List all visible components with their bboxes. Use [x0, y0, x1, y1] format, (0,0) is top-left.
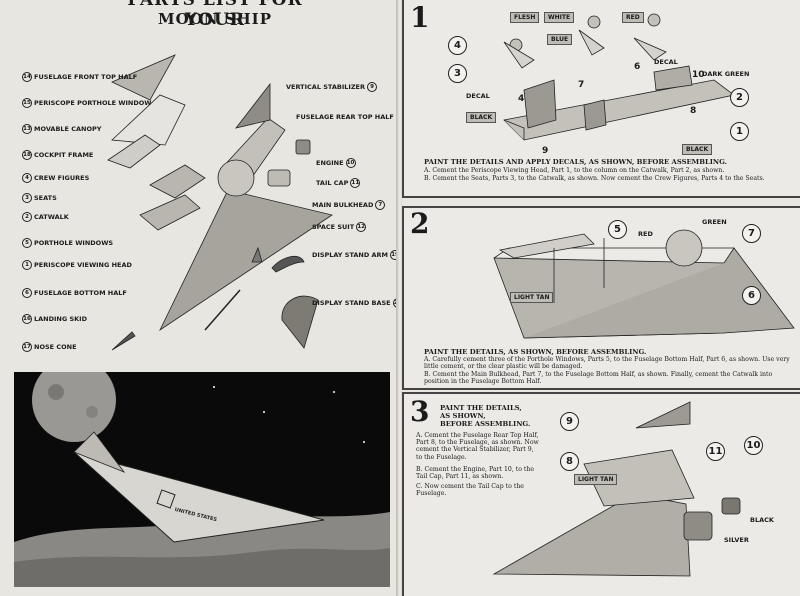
step-2-panel: 2 RED GREEN LIGHT TAN 5 7 6 PAINT THE DE… — [402, 206, 800, 390]
moon-planet — [32, 372, 116, 442]
step-1-diagram — [503, 13, 735, 141]
assembly-instructions-page: 1 FLESH WHITE RED BLUE DECAL DECAL DARK … — [402, 0, 800, 596]
fuselage-bottom-half-part — [158, 189, 333, 332]
landing-skid-part — [204, 289, 241, 331]
moon-ship — [73, 451, 325, 543]
step-number: 2 — [410, 207, 430, 240]
part-label: FUSELAGE REAR TOP HALF8 — [296, 112, 398, 122]
paint-tag-dark-green: DARK GREEN — [702, 70, 750, 78]
cockpit-frame-part — [107, 134, 161, 169]
part-number: 6 — [634, 62, 641, 72]
part-callout: 8 — [560, 452, 579, 471]
vertical-stabilizer-part — [234, 82, 271, 129]
nose-cone-part — [111, 331, 136, 351]
part-callout: 9 — [560, 412, 579, 431]
part-callout: 7 — [742, 224, 761, 243]
paint-tag-black: BLACK — [682, 144, 713, 155]
step-3-heading-line1: PAINT THE DETAILS, — [440, 404, 522, 412]
part-callout: 4 — [448, 36, 467, 55]
step-3-item-b: B. Cement the Engine, Part 10, to the Ta… — [416, 466, 535, 481]
paint-tag-silver: SILVER — [724, 536, 749, 544]
main-bulkhead-part — [217, 159, 255, 197]
part-callout: 3 — [448, 64, 467, 83]
part-callout: 5 — [608, 220, 627, 239]
step-1-item-b: B. Cement the Seats, Parts 3, to the Cat… — [424, 175, 765, 182]
part-number: 4 — [518, 94, 525, 104]
paint-tag-black: BLACK — [466, 112, 497, 123]
step-2-diagram — [493, 229, 795, 339]
part-callout: 11 — [706, 442, 725, 461]
part-callout: 1 — [730, 122, 749, 141]
part-number: 10 — [692, 70, 705, 80]
part-label: DISPLAY STAND BASE20 — [312, 298, 398, 308]
exploded-parts-diagram — [107, 54, 333, 351]
part-label: DISPLAY STAND ARM19 — [312, 250, 398, 260]
fuselage-front-top-half-part — [111, 54, 176, 101]
step-1-panel: 1 FLESH WHITE RED BLUE DECAL DECAL DARK … — [402, 0, 800, 198]
step-2-item-a: A. Carefully cement three of the Porthol… — [424, 356, 790, 371]
page-gutter — [396, 0, 404, 596]
step-3-item-a: A. Cement the Fuselage Rear Top Half, Pa… — [416, 432, 539, 461]
space-suit-part — [251, 246, 263, 263]
seats-part — [149, 164, 206, 199]
tail-cap-part — [267, 169, 291, 187]
page-title-line1: PARTS LIST FOR YOUR — [127, 0, 303, 30]
paint-tag-light-tan: LIGHT TAN — [574, 474, 618, 485]
paint-tag-light-tan: LIGHT TAN — [510, 292, 554, 303]
paint-tag-blue: BLUE — [547, 34, 573, 45]
part-number: 8 — [690, 106, 697, 116]
step-number: 3 — [410, 395, 430, 428]
step-2-heading: PAINT THE DETAILS, AS SHOWN, BEFORE ASSE… — [424, 348, 647, 356]
step-3-panel: 3 PAINT THE DETAILS, AS SHOWN, BEFORE AS… — [402, 392, 800, 596]
part-callout: 10 — [744, 436, 763, 455]
step-3-heading-line2: AS SHOWN, — [440, 412, 486, 420]
step-3-diagram — [492, 401, 741, 577]
step-number: 1 — [410, 1, 430, 34]
step-3-item-c: C. Now cement the Tail Cap to the Fusela… — [416, 483, 524, 498]
paint-tag-flesh: FLESH — [510, 12, 540, 23]
display-stand-arm-part — [271, 255, 305, 273]
part-number: 7 — [578, 80, 585, 90]
step-3-heading-line3: BEFORE ASSEMBLING. — [440, 420, 531, 428]
engine-part — [295, 139, 311, 155]
paint-tag-red: RED — [622, 12, 644, 23]
paint-tag-green: GREEN — [702, 218, 727, 226]
paint-tag-white: WHITE — [544, 12, 575, 23]
part-callout: 6 — [742, 286, 761, 305]
page-title-line2: MOON SHIP — [158, 10, 272, 28]
paint-tag-black: BLACK — [750, 516, 774, 524]
decal-label: DECAL — [654, 58, 678, 66]
decal-label: DECAL — [466, 92, 490, 100]
step-1-item-a: A. Cement the Periscope Viewing Head, Pa… — [424, 167, 725, 174]
moon-ship-photo: UNITED STATES — [14, 372, 390, 587]
part-callout: 2 — [730, 88, 749, 107]
part-number: 9 — [542, 146, 549, 156]
paint-tag-red: RED — [638, 230, 653, 238]
step-2-item-b: B. Cement the Main Bulkhead, Part 7, to … — [424, 371, 773, 386]
catwalk-part — [139, 194, 201, 231]
step-1-heading: PAINT THE DETAILS AND APPLY DECALS, AS S… — [424, 158, 728, 166]
display-stand-base-part — [281, 295, 319, 349]
